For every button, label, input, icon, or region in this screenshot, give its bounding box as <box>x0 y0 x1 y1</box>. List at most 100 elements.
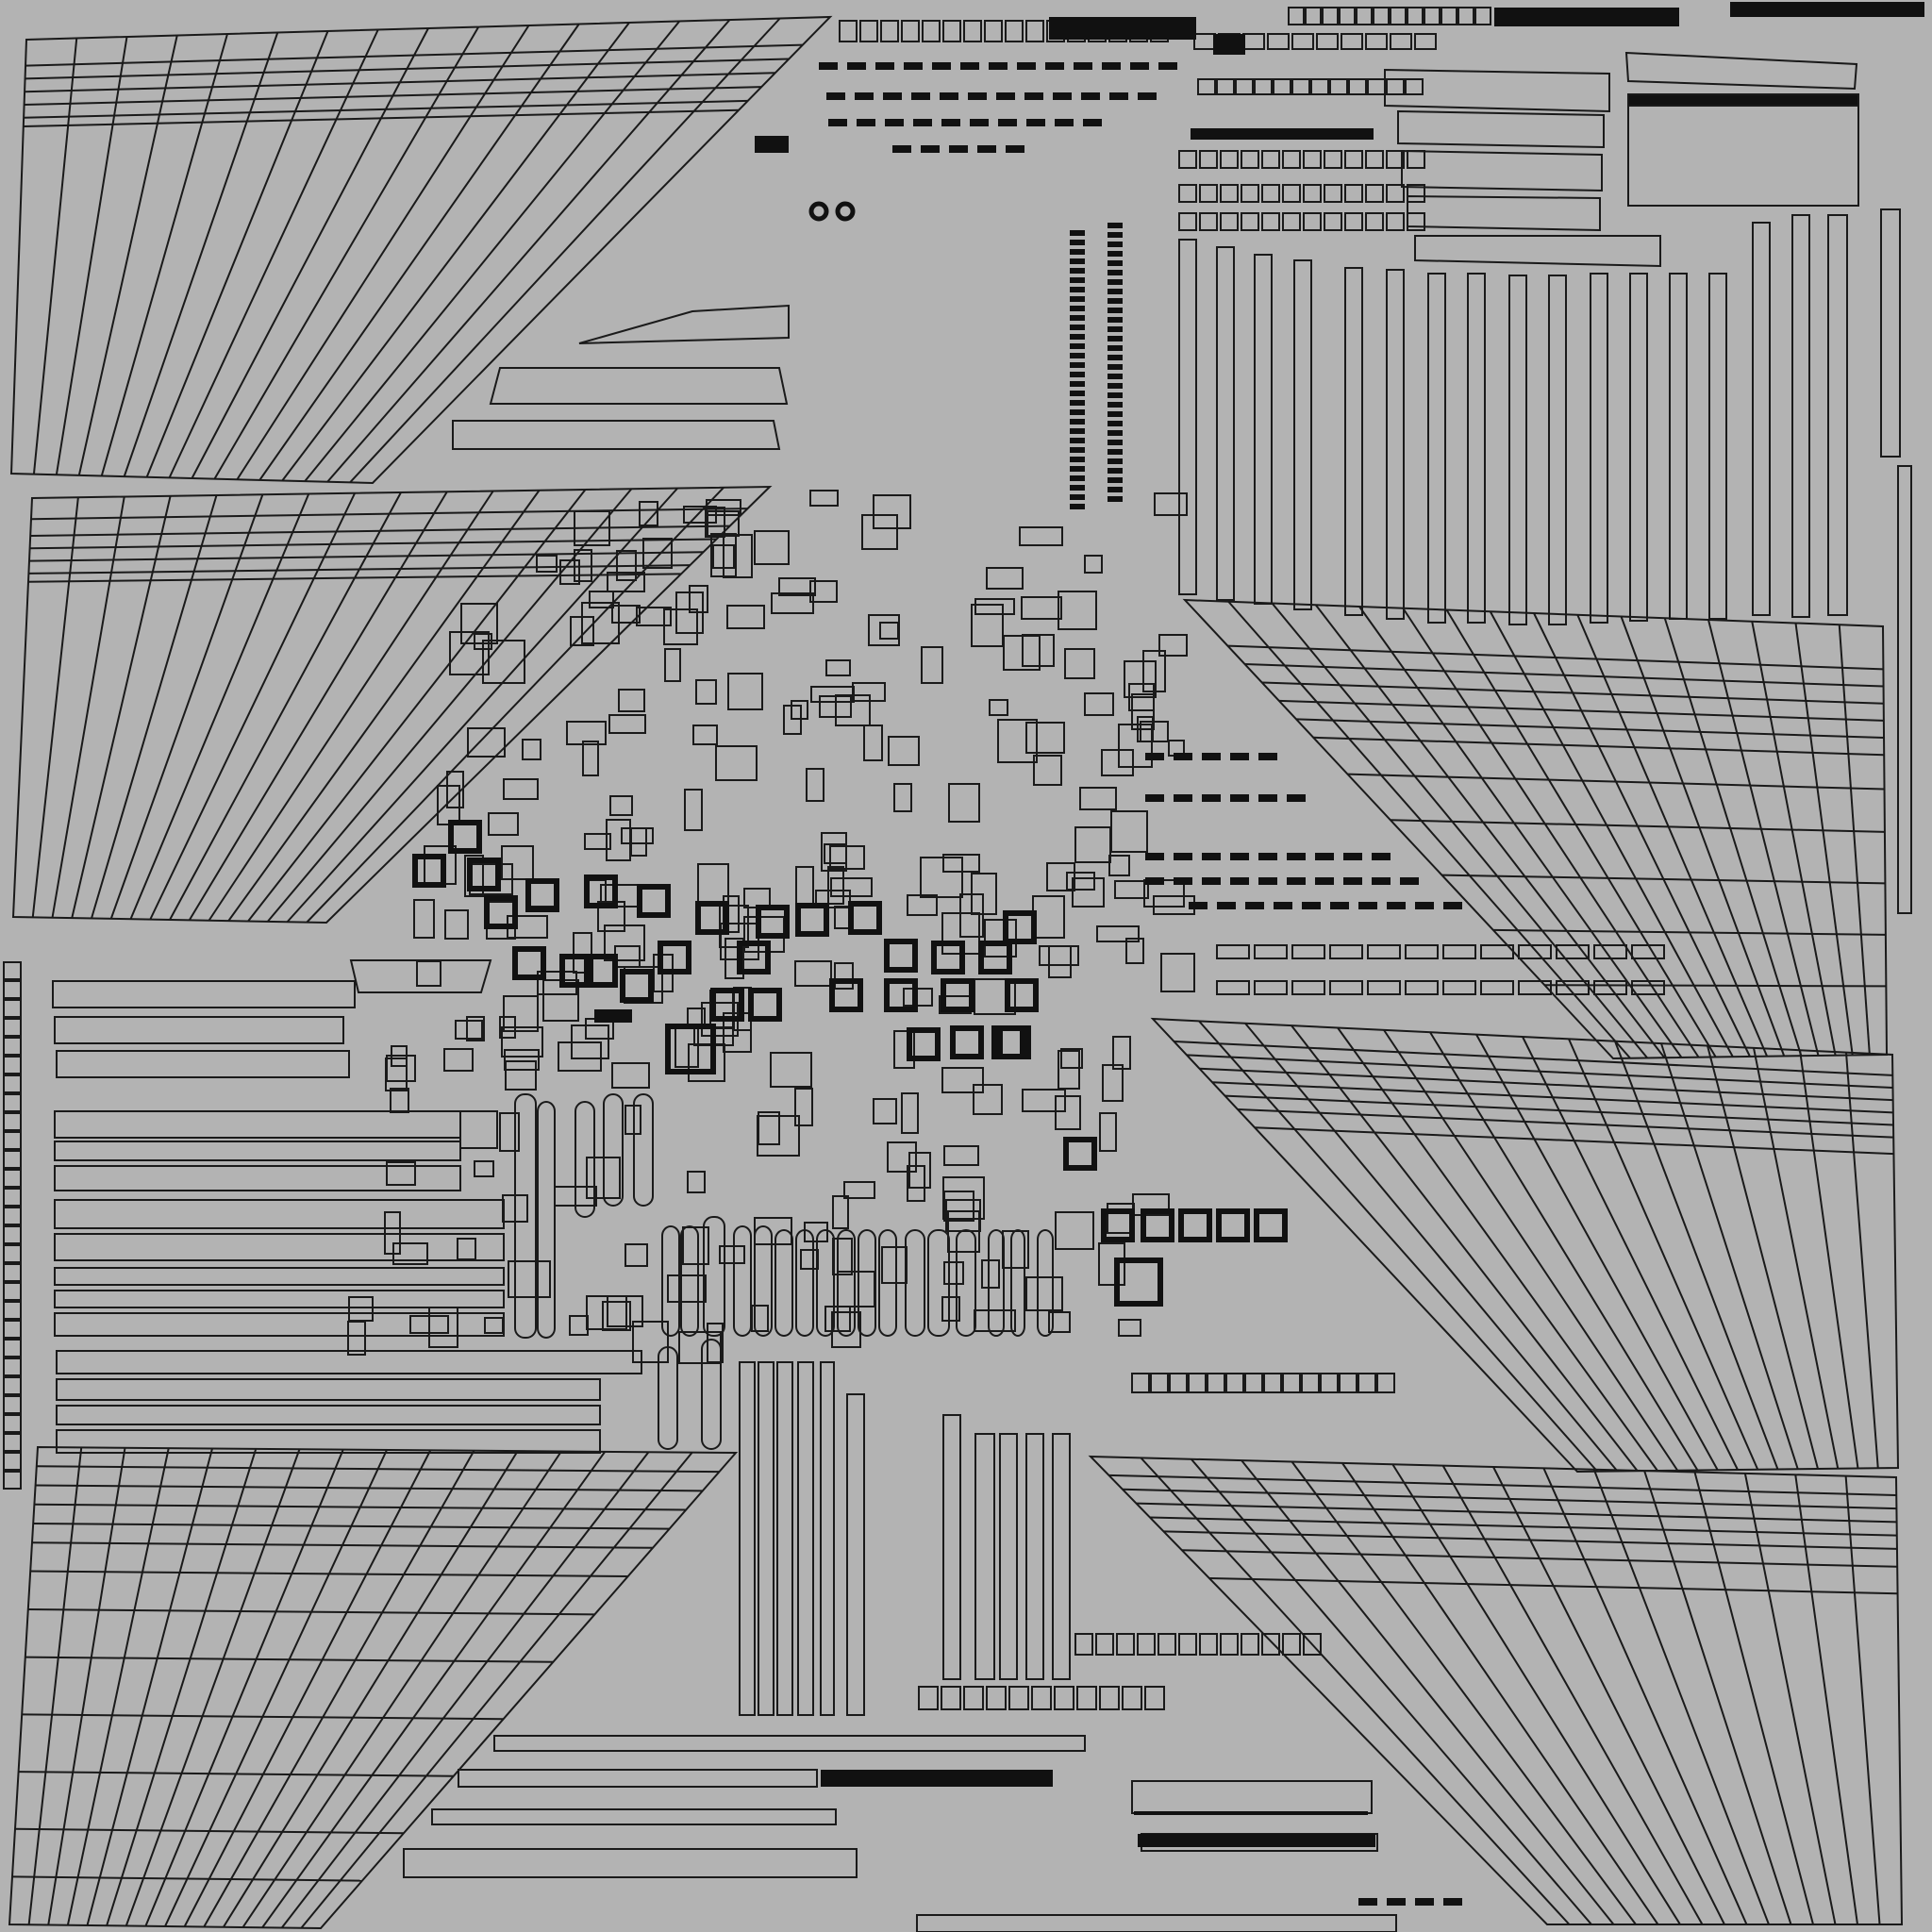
island-right-upper-col <box>1489 610 1734 1058</box>
small-part <box>695 679 717 705</box>
small-part <box>1261 150 1280 169</box>
small-part <box>943 1145 979 1166</box>
dark-bar <box>1213 34 1245 55</box>
dark-square <box>848 901 882 935</box>
small-part <box>1282 1633 1301 1656</box>
small-part <box>1344 150 1363 169</box>
curved-strip <box>578 304 790 344</box>
dark-dash <box>1174 794 1192 802</box>
small-part <box>1084 692 1114 716</box>
dark-dash <box>1083 119 1102 126</box>
vertical-strip <box>846 1393 865 1716</box>
island-right-lower-col <box>1845 1052 1879 1469</box>
small-part <box>455 1020 483 1040</box>
uv-dark-parts <box>412 2 1924 1906</box>
island-bottom-right-col <box>1140 1457 1571 1925</box>
small-part <box>861 514 898 550</box>
small-part <box>1631 944 1665 959</box>
capsule-part <box>1037 1229 1054 1337</box>
small-part <box>505 1060 537 1091</box>
island-right-lower-col <box>1614 1041 1779 1470</box>
island-right-upper-col <box>1445 608 1717 1058</box>
island-bottom-left-col <box>280 1451 650 1929</box>
dark-dash <box>1145 853 1164 860</box>
small-part <box>3 961 22 980</box>
dark-square <box>1063 1137 1097 1171</box>
small-part <box>1033 755 1062 786</box>
small-part <box>413 899 435 939</box>
dark-dash <box>1258 753 1277 760</box>
small-part <box>1291 78 1310 95</box>
small-part <box>1084 555 1103 574</box>
island-right-upper-col <box>1707 619 1820 1057</box>
dark-ladder <box>1108 458 1123 464</box>
island-bottom-right-row <box>1136 1502 1897 1524</box>
small-part <box>1046 862 1075 891</box>
island-bottom-right-col <box>1643 1470 1792 1925</box>
dark-square <box>884 978 918 1012</box>
dark-square <box>978 941 1012 974</box>
small-part <box>1197 78 1216 95</box>
small-part <box>574 510 610 546</box>
dark-dash <box>1245 902 1264 909</box>
dark-dash <box>883 92 902 100</box>
vertical-strip <box>1708 273 1727 620</box>
dark-square <box>756 905 790 939</box>
island-bottom-left-row <box>14 1827 405 1835</box>
dark-square <box>991 1025 1025 1059</box>
dark-square <box>950 1025 984 1059</box>
small-part <box>1158 634 1188 657</box>
panel-band <box>1627 93 1859 107</box>
dark-bar <box>1138 1834 1375 1847</box>
dark-dash <box>998 119 1017 126</box>
small-part <box>582 741 599 776</box>
small-part <box>1386 78 1405 95</box>
dark-dash <box>1202 794 1221 802</box>
small-part <box>3 1395 22 1414</box>
dark-dash <box>1315 853 1334 860</box>
small-part <box>1048 1311 1071 1333</box>
small-part <box>1556 944 1590 959</box>
small-part <box>1124 660 1157 698</box>
small-part <box>3 980 22 999</box>
island-mid-left-row <box>30 508 748 521</box>
small-part <box>1220 212 1239 231</box>
island-bottom-left-col <box>203 1450 475 1927</box>
small-part <box>1405 980 1439 995</box>
small-part <box>834 962 854 990</box>
island-bottom-left-row <box>31 1541 654 1549</box>
island-right-upper-col <box>1227 601 1631 1059</box>
small-part <box>1241 212 1259 231</box>
island-bottom-left-row <box>33 1522 670 1530</box>
dark-dash <box>1174 853 1192 860</box>
island-bottom-left-col <box>144 1449 344 1927</box>
island-bottom-left-row <box>27 1608 595 1616</box>
small-part <box>1407 184 1425 203</box>
small-part <box>1365 212 1384 231</box>
small-part <box>678 1331 722 1364</box>
dark-dash <box>885 119 904 126</box>
small-part <box>1241 150 1259 169</box>
dark-ladder <box>1070 391 1085 396</box>
small-part <box>639 501 658 526</box>
island-mid-left-col <box>208 490 494 922</box>
small-part <box>1101 749 1134 776</box>
island-bottom-left-row <box>30 1570 628 1578</box>
small-part <box>1518 980 1552 995</box>
small-part <box>806 768 824 802</box>
curved-strip <box>1397 109 1605 149</box>
dark-square <box>748 988 782 1022</box>
island-bottom-right <box>1088 1455 1904 1925</box>
dark-ladder <box>1108 326 1123 332</box>
island-right-upper-row <box>1244 663 1884 688</box>
small-part <box>989 699 1008 716</box>
small-part <box>1442 944 1476 959</box>
dark-ladder <box>1108 411 1123 417</box>
dark-dash <box>1174 753 1192 760</box>
dark-bar <box>1494 8 1679 26</box>
small-part <box>1178 212 1197 231</box>
dark-ladder <box>1108 421 1123 426</box>
island-right-upper-col <box>1271 602 1649 1059</box>
dark-dash <box>875 62 894 70</box>
small-part <box>1216 980 1250 995</box>
